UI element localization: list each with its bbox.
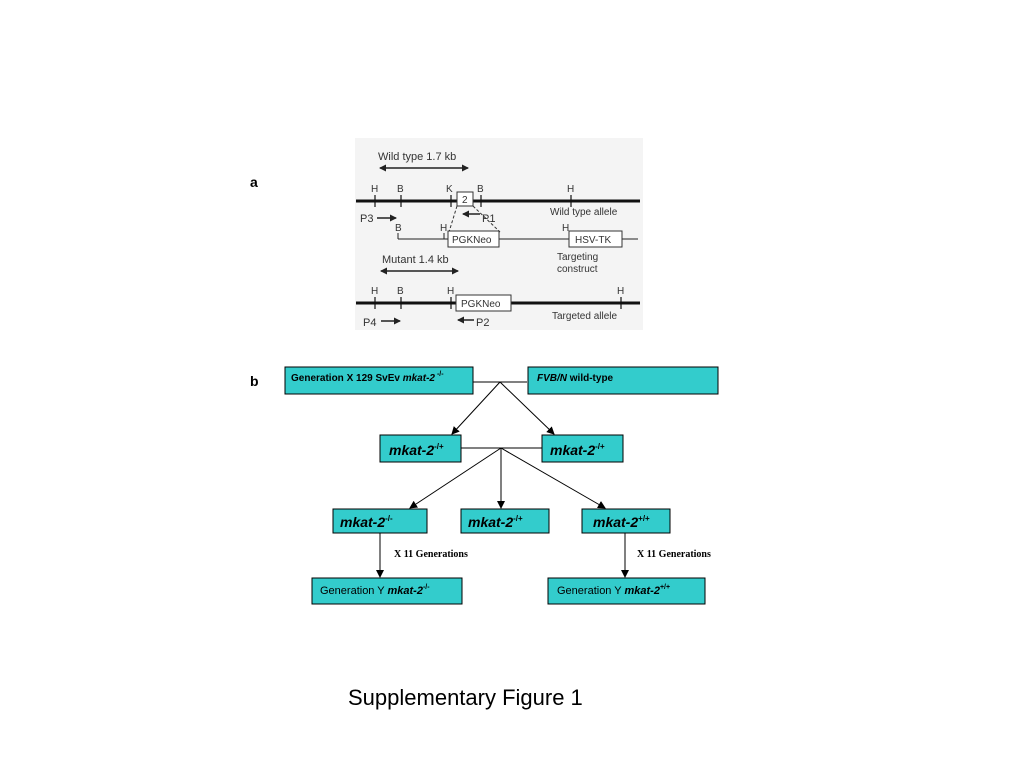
wild-type-allele-label: Wild type allele (550, 207, 618, 218)
site-label-h: H (617, 286, 624, 297)
f1-right-box: mkat-2-/+ (541, 434, 624, 463)
recombination-dash (472, 205, 501, 233)
exon-box (456, 191, 474, 207)
site-label-k: K (446, 184, 453, 195)
mutant-span-label: Mutant 1.4 kb (382, 254, 449, 266)
recombination-dash (448, 205, 458, 233)
genotype-text: mkat-2-/+ (468, 514, 523, 530)
targeting-construct-label-1: Targeting (557, 252, 598, 263)
panel-b-label: b (250, 373, 259, 389)
f2-knockout-box: mkat-2-/- (332, 508, 428, 534)
breeding-scheme: Generation X 129 SvEv mkat-2-/- FVB/N wi… (284, 366, 719, 605)
generation-y-wildtype-box: Generation Y mkat-2+/+ (547, 577, 706, 605)
genotype-text: Generation Y mkat-2+/+ (557, 584, 670, 597)
primer-p3-label: P3 (360, 213, 373, 225)
generation-y-knockout-box: Generation Y mkat-2-/- (311, 577, 463, 605)
backcross-label: X 11 Generations (394, 549, 468, 560)
genotype-text: Generation X 129 SvEv mkat-2-/- (291, 371, 444, 384)
figure-caption: Supplementary Figure 1 (348, 685, 583, 710)
box-fill (581, 508, 671, 534)
box-fill (311, 577, 463, 605)
genotype-text: mkat-2+/+ (593, 514, 650, 530)
wild-type-span-label: Wild type 1.7 kb (378, 151, 456, 163)
f1-left-box: mkat-2-/+ (379, 434, 462, 463)
site-label-h: H (562, 223, 569, 234)
cross-arrow (409, 447, 502, 509)
genotype-text: FVB/N wild-type (537, 373, 614, 384)
primer-p4-label: P4 (363, 317, 376, 329)
exon-label: 2 (462, 195, 468, 206)
f2-heterozygous-box: mkat-2-/+ (460, 508, 550, 534)
parent-129svev-box: Generation X 129 SvEv mkat-2-/- (284, 366, 474, 395)
pgkneo-label: PGKNeo (461, 299, 501, 310)
box-fill (541, 434, 624, 463)
backcross-label: X 11 Generations (637, 549, 711, 560)
genotype-text: mkat-2-/- (340, 514, 393, 530)
site-label-b: B (397, 286, 404, 297)
primer-p2-label: P2 (476, 317, 489, 329)
hsvtk-cassette (568, 230, 623, 248)
box-fill (379, 434, 462, 463)
site-label-b: B (397, 184, 404, 195)
pgkneo-cassette (447, 230, 500, 248)
gene-map: Wild type 1.7 kb H B K B H 2 Wild type a… (355, 138, 643, 330)
cross-arrow (451, 381, 501, 435)
site-label-b: B (477, 184, 484, 195)
primer-p1-label: P1 (482, 213, 495, 225)
site-label-h: H (371, 184, 378, 195)
site-label-h: H (371, 286, 378, 297)
panel-a-label: a (250, 174, 258, 190)
site-label-b: B (395, 223, 402, 234)
genotype-text: mkat-2-/+ (550, 442, 605, 458)
cross-arrow (499, 381, 555, 435)
box-fill (332, 508, 428, 534)
site-label-h: H (567, 184, 574, 195)
genotype-text: mkat-2-/+ (389, 442, 444, 458)
site-label-h: H (440, 223, 447, 234)
box-fill (527, 366, 719, 395)
targeting-construct-label-2: construct (557, 264, 598, 275)
box-fill (460, 508, 550, 534)
targeted-allele-label: Targeted allele (552, 311, 617, 322)
box-fill (547, 577, 706, 605)
genotype-text: Generation Y mkat-2-/- (320, 584, 430, 597)
site-label-h: H (447, 286, 454, 297)
parent-fvbn-box: FVB/N wild-type (527, 366, 719, 395)
pgkneo-cassette (455, 294, 512, 312)
f2-wildtype-box: mkat-2+/+ (581, 508, 671, 534)
box-fill (284, 366, 474, 395)
hsvtk-label: HSV-TK (575, 235, 611, 246)
pgkneo-label: PGKNeo (452, 235, 492, 246)
cross-arrow (500, 447, 606, 509)
